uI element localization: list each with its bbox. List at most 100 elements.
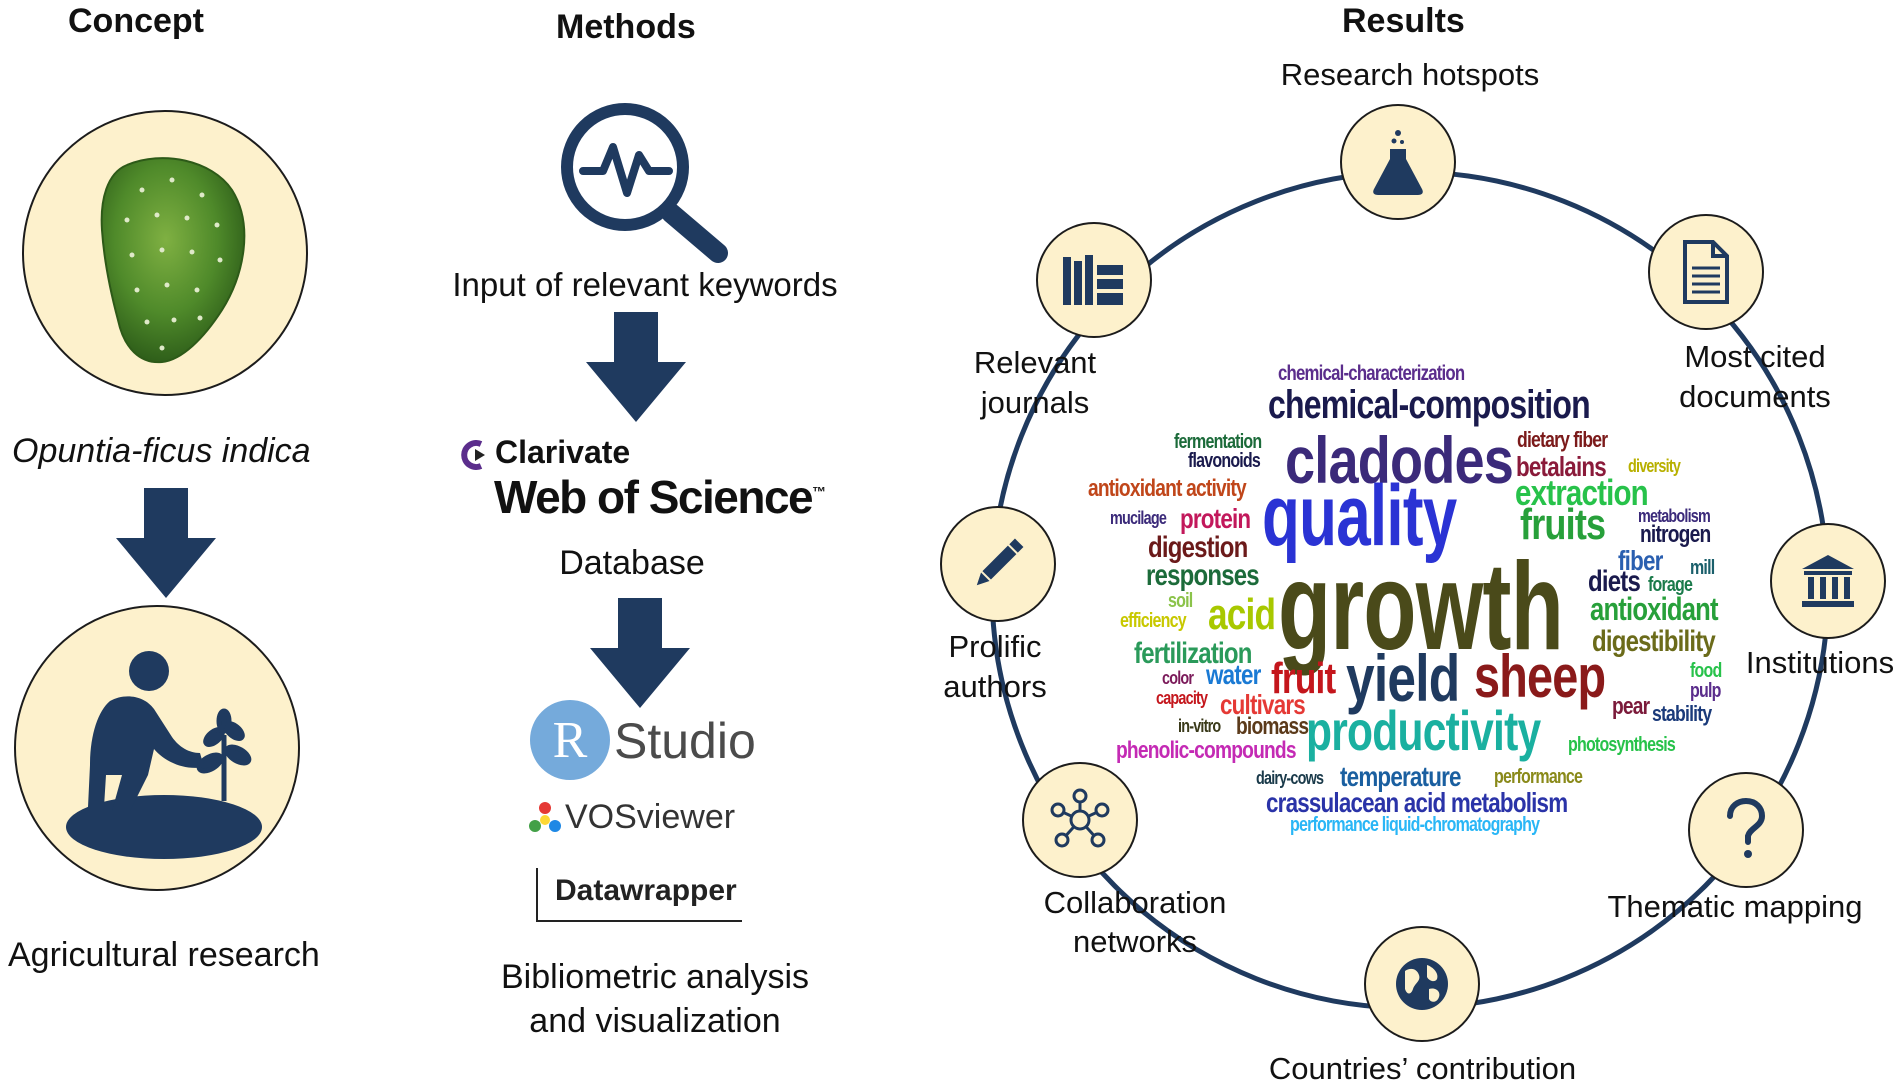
document-icon [1683,240,1729,304]
most-cited-node [1648,214,1764,330]
word-color: color [1162,668,1194,688]
wos-name: Web of Science [494,471,814,523]
word-efficiency: efficiency [1120,610,1187,632]
word-temperature: temperature [1340,761,1461,792]
word-betalains: betalains [1516,451,1607,482]
methods-heading: Methods [556,8,696,46]
word-antioxidant-activity: antioxidant activity [1088,475,1247,502]
word-crassulacean-acid-metabolism: crassulacean acid metabolism [1266,787,1568,818]
countries-label: Countries’ contribution [1268,1051,1577,1086]
word-cladodes: cladodes [1285,423,1514,497]
prolific-line-1: Prolific [948,629,1042,664]
rstudio-text: Studio [614,713,756,769]
word-fermentation: fermentation [1174,431,1262,453]
rstudio-logo-circle: R [530,700,610,780]
keyword-word-cloud: chemical-characterization chemical-compo… [1070,355,1750,835]
magnifier-chart-icon [561,103,728,263]
institutions-node [1770,523,1886,639]
flask-icon [1373,130,1423,195]
word-digestion: digestion [1148,531,1248,564]
word-performance-liquid-chromatography: performance liquid-chromatography [1290,814,1540,836]
word-productivity: productivity [1306,699,1541,762]
journals-line-1: Relevant [973,345,1097,380]
concept-down-arrow [116,488,216,598]
word-fruits: fruits [1520,500,1606,549]
prolific-authors-node [940,506,1056,622]
thematic-mapping-label: Thematic mapping [1607,889,1863,924]
word-nitrogen: nitrogen [1640,521,1711,548]
word-chemical-characterization: chemical-characterization [1278,362,1465,385]
methods-arrow-2 [590,598,690,708]
datawrapper-logo [536,868,742,922]
thematic-mapping-node [1688,772,1804,888]
most-cited-line-2: documents [1679,379,1831,414]
word-capacity: capacity [1156,688,1208,708]
word-soil: soil [1168,590,1193,612]
institutions-label: Institutions [1745,645,1895,680]
word-acid: acid [1208,590,1276,639]
word-performance: performance [1494,766,1583,788]
vosviewer-text: VOSviewer [565,798,736,836]
research-hotspots-node [1340,104,1456,220]
globe-icon [1396,958,1448,1010]
word-fiber: fiber [1618,545,1663,576]
word-protein: protein [1180,503,1251,534]
question-mark-icon [1727,798,1766,858]
word-mill: mill [1690,557,1715,579]
database-label: Database [559,544,705,582]
wos-trademark: ™ [812,483,826,500]
gardener-icon [66,651,262,859]
pencil-icon [976,538,1024,586]
word-photosynthesis: photosynthesis [1568,734,1676,756]
vosviewer-logo-icon [529,802,561,832]
clarivate-text: Clarivate [495,434,631,470]
cactus-circle [22,110,308,396]
methods-arrow-1 [586,312,686,422]
word-water: water [1206,659,1261,690]
datawrapper-text: Datawrapper [555,874,737,907]
research-hotspots-label: Research hotspots [1280,57,1540,92]
prolific-line-2: authors [943,669,1047,704]
concept-heading: Concept [68,2,204,40]
word-dietary-fiber: dietary fiber [1517,427,1608,452]
collaboration-node [1022,762,1138,878]
word-phenolic-compounds: phenolic-compounds [1116,737,1297,764]
journals-line-2: journals [980,385,1090,420]
word-in-vitro: in-vitro [1178,716,1221,736]
word-cultivars: cultivars [1220,689,1306,720]
bibliometric-line-1: Bibliometric analysis [501,958,809,996]
bank-building-icon [1802,555,1854,607]
word-sheep: sheep [1474,643,1606,710]
bibliometric-line-2: and visualization [529,1002,781,1040]
word-yield: yield [1346,641,1460,715]
plant-name: Opuntia-ficus indica [12,432,311,470]
web-of-science-text: Web of Science™ [494,470,826,524]
research-label: Agricultural research [8,936,320,974]
word-diversity: diversity [1628,456,1681,476]
word-stability: stability [1652,701,1712,726]
rstudio-r-letter: R [552,711,588,769]
word-fertilization: fertilization [1134,637,1252,670]
keywords-step-label: Input of relevant keywords [452,266,838,303]
word-flavonoids: flavonoids [1188,450,1261,472]
cactus-pad-icon [100,157,246,364]
word-chemical-composition: chemical-composition [1268,383,1591,427]
countries-node [1364,926,1480,1042]
word-pear: pear [1612,693,1650,720]
network-icon [1050,788,1110,848]
results-heading: Results [1342,2,1465,40]
books-icon [1063,255,1123,305]
word-food: food [1690,660,1722,682]
word-diets: diets [1588,565,1641,598]
word-antioxidant: antioxidant [1590,591,1719,627]
clarivate-logo-icon [461,440,485,470]
word-pulp: pulp [1690,680,1721,702]
collaboration-line-2: networks [1072,924,1198,959]
most-cited-line-1: Most cited [1684,339,1826,374]
word-quality: quality [1262,468,1457,564]
word-mucilage: mucilage [1110,508,1167,528]
word-growth: growth [1278,538,1564,676]
word-fruit: fruit [1271,654,1336,703]
word-forage: forage [1648,574,1693,596]
word-metabolism: metabolism [1638,506,1711,526]
